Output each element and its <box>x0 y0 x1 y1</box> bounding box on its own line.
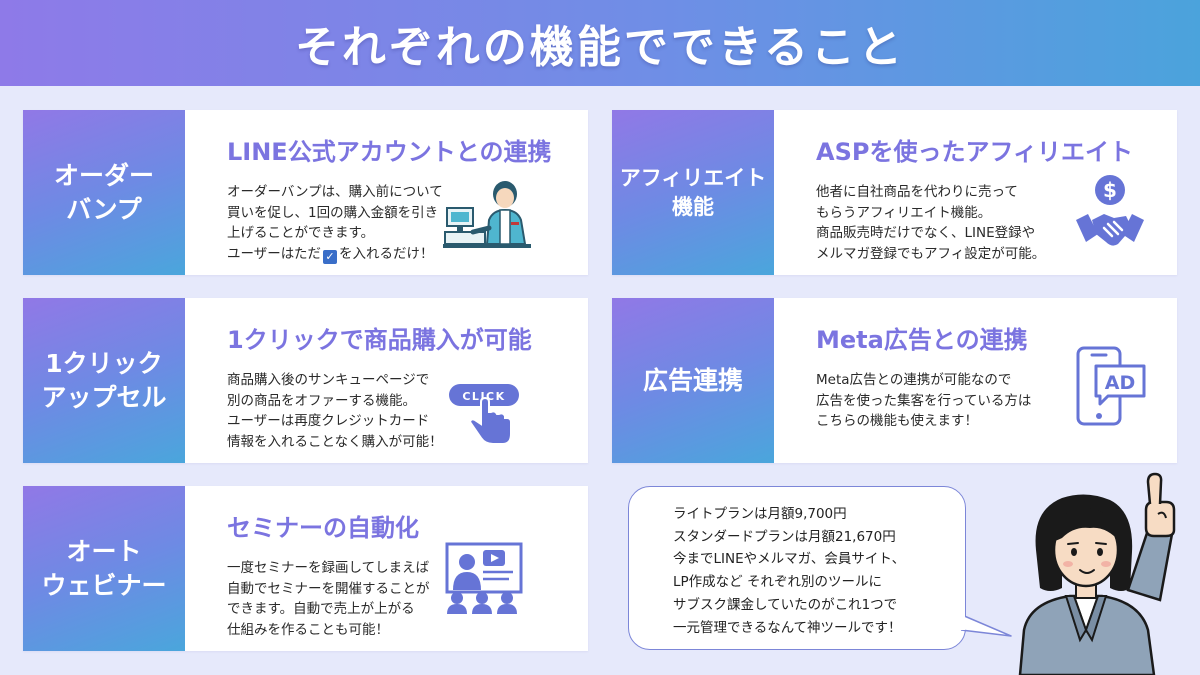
card-description: 一度セミナーを録画してしまえば 自動でセミナーを開催することが できます。自動で… <box>227 558 588 640</box>
card-body: Meta広告との連携 Meta広告との連携が可能なので 広告を使った集客を行って… <box>774 298 1177 463</box>
card-title: セミナーの自動化 <box>227 514 419 542</box>
feature-card-order-bump: オーダー バンプ LINE公式アカウントとの連携 オーダーバンプは、購入前につい… <box>23 110 588 275</box>
svg-text:$: $ <box>1103 178 1117 202</box>
desc-line: もらうアフィリエイト機能。 <box>816 204 992 221</box>
card-label-line: オート <box>66 536 142 566</box>
card-title: ASPを使ったアフィリエイト <box>816 138 1133 166</box>
smartphone-ad-icon: AD <box>1074 346 1148 432</box>
card-description: 他者に自社商品を代わりに売って もらうアフィリエイト機能。 商品販売時だけでなく… <box>816 182 1177 264</box>
desc-line: 上げることができます。 <box>227 225 375 241</box>
desc-line: 広告を使った集客を行っている方は <box>816 392 1032 409</box>
page-title: それぞれの機能でできること <box>294 22 906 73</box>
desc-line: 仕組みを作ることも可能！ <box>227 621 389 638</box>
bubble-line: 今までLINEやメルマガ、会員サイト、 <box>673 551 906 568</box>
desc-line: オーダーバンプは、購入前について <box>227 184 443 200</box>
desc-line: 商品購入後のサンキューページで <box>227 372 430 388</box>
card-title: 1クリックで商品購入が可能 <box>227 326 532 354</box>
desc-line: メルマガ登録でもアフィ設定が可能。 <box>816 245 1046 262</box>
click-label: CLICK <box>462 390 505 403</box>
ad-label: AD <box>1105 372 1135 394</box>
desc-line: 他者に自社商品を代わりに売って <box>816 184 1018 200</box>
card-label-line: 1クリック <box>45 348 163 378</box>
bubble-line: ライトプランは月額9,700円 <box>673 506 847 522</box>
card-label-affiliate: アフィリエイト 機能 <box>612 110 774 275</box>
card-title: Meta広告との連携 <box>816 326 1028 354</box>
card-label-line: バンプ <box>66 194 142 224</box>
card-body: セミナーの自動化 一度セミナーを録画してしまえば 自動でセミナーを開催することが… <box>185 486 588 651</box>
feature-card-affiliate: アフィリエイト 機能 ASPを使ったアフィリエイト 他者に自社商品を代わりに売っ… <box>612 110 1177 275</box>
desc-line: こちらの機能も使えます！ <box>816 413 978 429</box>
click-button-icon: CLICK <box>447 378 527 452</box>
desc-line: 買いを促し、1回の購入金額を引き <box>227 204 439 221</box>
card-label-line: オーダー <box>53 160 154 190</box>
header-banner: それぞれの機能でできること <box>0 0 1200 86</box>
desc-line: 一度セミナーを録画してしまえば <box>227 560 430 576</box>
card-body: ASPを使ったアフィリエイト 他者に自社商品を代わりに売って もらうアフィリエイ… <box>774 110 1177 275</box>
checkbox-icon: ✓ <box>322 249 337 264</box>
feature-card-one-click-upsell: 1クリック アップセル 1クリックで商品購入が可能 商品購入後のサンキューページ… <box>23 298 588 463</box>
presenter-character-illustration <box>1018 472 1176 675</box>
card-body: 1クリックで商品購入が可能 商品購入後のサンキューページで 別の商品をオファーす… <box>185 298 588 463</box>
handshake-dollar-icon: $ <box>1074 172 1146 258</box>
card-description: 商品購入後のサンキューページで 別の商品をオファーする機能。 ユーザーは再度クレ… <box>227 370 588 452</box>
cashier-icon <box>443 170 533 264</box>
desc-line: 別の商品をオファーする機能。 <box>227 392 416 409</box>
desc-line: 自動でセミナーを開催することが <box>227 580 430 597</box>
speech-bubble-tail <box>955 610 1012 637</box>
card-label-line: アフィリエイト <box>619 166 767 191</box>
card-label-line: 機能 <box>672 194 714 219</box>
card-title: LINE公式アカウントとの連携 <box>227 138 552 166</box>
desc-line: Meta広告との連携が可能なので <box>816 372 1012 388</box>
bubble-line: 一元管理できるなんて神ツールです！ <box>673 619 902 636</box>
card-label-line: ウェビナー <box>41 570 167 600</box>
card-label-one-click-upsell: 1クリック アップセル <box>23 298 185 463</box>
card-label-line: アップセル <box>41 382 167 412</box>
desc-line: ユーザーは再度クレジットカード <box>227 413 430 429</box>
card-description: オーダーバンプは、購入前について 買いを促し、1回の購入金額を引き 上げることが… <box>227 182 588 264</box>
speech-bubble: ライトプランは月額9,700円 スタンダードプランは月額21,670円 今までL… <box>628 486 966 650</box>
card-body: LINE公式アカウントとの連携 オーダーバンプは、購入前について 買いを促し、1… <box>185 110 588 275</box>
desc-line: 情報を入れることなく購入が可能！ <box>227 433 443 450</box>
webinar-icon <box>439 542 525 620</box>
desc-line: 商品販売時だけでなく、LINE登録や <box>816 225 1036 241</box>
card-label-ad-integration: 広告連携 <box>612 298 774 463</box>
card-label-order-bump: オーダー バンプ <box>23 110 185 275</box>
feature-card-auto-webinar: オート ウェビナー セミナーの自動化 一度セミナーを録画してしまえば 自動でセミ… <box>23 486 588 651</box>
card-description: Meta広告との連携が可能なので 広告を使った集客を行っている方は こちらの機能… <box>816 370 1177 432</box>
bubble-line: LP作成など それぞれ別のツールに <box>673 574 882 591</box>
bubble-line: スタンダードプランは月額21,670円 <box>673 528 896 545</box>
feature-card-ad-integration: 広告連携 Meta広告との連携 Meta広告との連携が可能なので 広告を使った集… <box>612 298 1177 463</box>
card-label-auto-webinar: オート ウェビナー <box>23 486 185 651</box>
bubble-line: サブスク課金していたのがこれ1つで <box>673 596 898 613</box>
desc-line: ユーザーはただ✓を入れるだけ！ <box>227 245 434 264</box>
card-label-line: 広告連携 <box>642 365 743 395</box>
desc-line: できます。自動で売上が上がる <box>227 601 415 617</box>
